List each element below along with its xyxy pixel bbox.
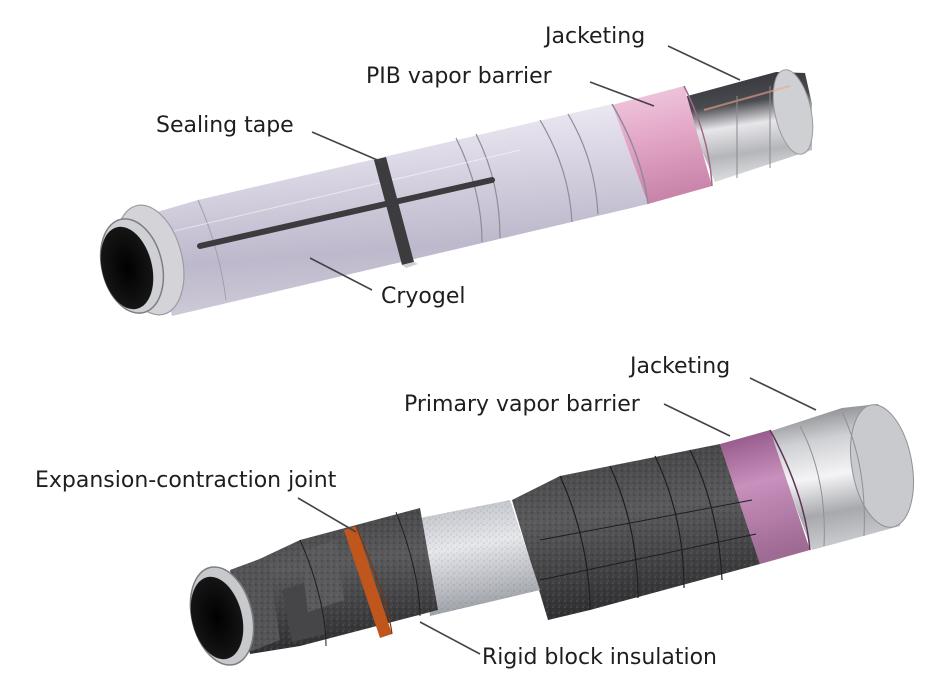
leader-lines (297, 45, 817, 655)
top-pipe-end (99, 204, 185, 316)
label-top-pib-vapor-barrier: PIB vapor barrier (366, 64, 552, 89)
top-pib-vapor-barrier (612, 85, 713, 204)
top-sealing-tape (197, 157, 495, 268)
leader-top-jacketing (667, 45, 741, 81)
label-bottom-primary-vapor-barrier: Primary vapor barrier (404, 392, 640, 417)
leader-bottom-primary (663, 403, 731, 437)
bottom-rigid-block-right (512, 444, 760, 620)
label-bottom-expansion-contraction-joint: Expansion-contraction joint (35, 468, 337, 493)
top-jacketing (680, 69, 814, 182)
bottom-primary-vapor-barrier (720, 429, 811, 564)
leader-bottom-joint (297, 497, 357, 533)
label-bottom-jacketing: Jacketing (630, 354, 731, 379)
label-top-cryogel: Cryogel (381, 284, 466, 309)
leader-top-pib (589, 81, 655, 107)
bottom-pipe-assembly (189, 404, 914, 666)
leader-bottom-jacketing (749, 377, 817, 411)
bottom-expansion-contraction-joint (344, 525, 393, 638)
top-pipe-assembly (99, 69, 814, 316)
leader-top-cryogel (309, 257, 373, 291)
bottom-rigid-block-left (230, 508, 438, 654)
label-top-jacketing: Jacketing (545, 24, 646, 49)
label-bottom-rigid-block-insulation: Rigid block insulation (482, 645, 717, 670)
bottom-exposed-core (420, 500, 540, 616)
label-top-sealing-tape: Sealing tape (156, 113, 294, 138)
leader-bottom-rigid-block (419, 621, 481, 655)
leader-top-sealing-tape (311, 131, 383, 163)
bottom-pipe-end (189, 566, 255, 666)
